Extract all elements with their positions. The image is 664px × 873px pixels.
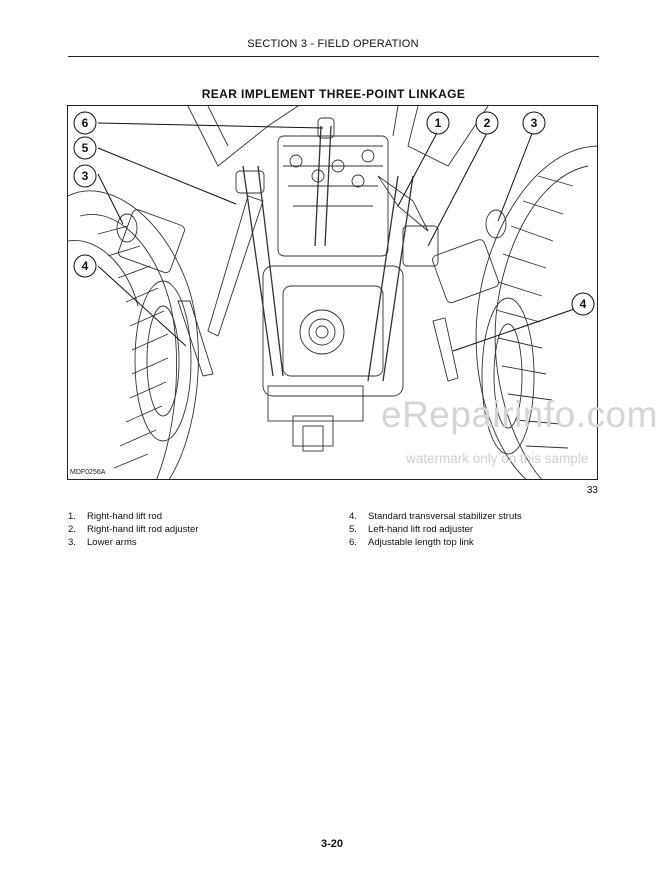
tractor-line-art [68,106,597,479]
legend-number: 2. [68,524,76,535]
callout-5: 5 [82,141,89,155]
watermark-main: eRepairinfo.com [381,394,658,435]
callout-4-left: 4 [82,259,89,273]
legend-item: 6. Adjustable length top link [349,536,522,549]
legend-item: 4. Standard transversal stabilizer struts [349,510,522,523]
legend-number: 5. [349,524,357,535]
legend-text: Adjustable length top link [368,537,474,548]
callouts [73,111,595,352]
callout-4-right: 4 [580,297,587,311]
section-header: SECTION 3 - FIELD OPERATION [247,38,419,50]
callout-6: 6 [82,116,89,130]
figure-title: REAR IMPLEMENT THREE-POINT LINKAGE [201,87,466,101]
legend-item: 1. Right-hand lift rod [68,510,198,523]
header-rule [68,56,599,57]
callout-3-left: 3 [82,169,89,183]
legend-number: 3. [68,537,76,548]
page-number: 3-20 [320,838,344,850]
watermark-sub: watermark only on this sample [406,451,589,466]
legend-left: 1. Right-hand lift rod 2. Right-hand lift … [68,510,198,549]
legend-number: 1. [68,511,76,522]
callout-1: 1 [435,116,442,130]
callout-3-right: 3 [531,116,538,130]
linkage-illustration: 6 5 3 4 1 2 3 4 [67,105,598,480]
legend-text: Left-hand lift rod adjuster [368,524,474,535]
legend-number: 4. [349,511,357,522]
legend-item: 5. Left-hand lift rod adjuster [349,523,522,536]
legend-item: 2. Right-hand lift rod adjuster [68,523,198,536]
figure-number: 33 [586,485,598,496]
legend-right: 4. Standard transversal stabilizer struts… [349,510,522,549]
figure-code: MDF0256A [70,469,106,476]
legend-text: Lower arms [87,537,137,548]
legend-text: Standard transversal stabilizer struts [368,511,522,522]
legend-text: Right-hand lift rod [87,511,162,522]
legend-item: 3. Lower arms [68,536,198,549]
legend-number: 6. [349,537,357,548]
linkage-drawing: 6 5 3 4 1 2 3 4 [68,106,597,479]
callout-2: 2 [484,116,491,130]
legend-text: Right-hand lift rod adjuster [87,524,199,535]
